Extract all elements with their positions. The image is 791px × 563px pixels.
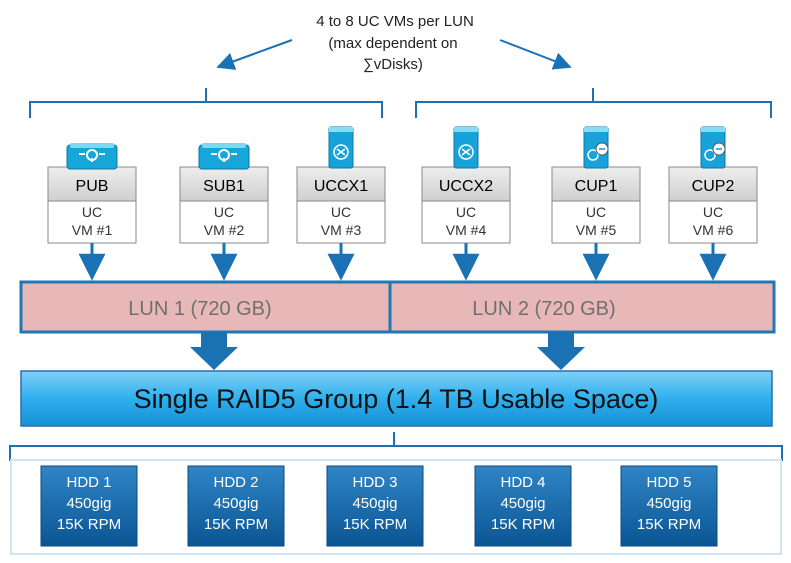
raid-group-box bbox=[20, 370, 773, 427]
hdd-3: HDD 3 450gig 15K RPM bbox=[326, 465, 424, 547]
lun-1-box bbox=[19, 280, 392, 334]
hdd-capacity: 450gig bbox=[352, 495, 397, 512]
vm-name: CUP2 bbox=[692, 178, 735, 195]
hdd-5: HDD 5 450gig 15K RPM bbox=[620, 465, 718, 547]
lun-bar: LUN 1 (720 GB) LUN 2 (720 GB) bbox=[19, 280, 776, 334]
brace-disks bbox=[9, 432, 783, 461]
vm-type: UC bbox=[214, 204, 234, 220]
hdd-name: HDD 3 bbox=[352, 474, 397, 491]
presence-server-icon bbox=[583, 126, 609, 169]
vm-name: UCCX2 bbox=[439, 178, 493, 195]
hdd-speed: 15K RPM bbox=[637, 516, 701, 533]
server-icon bbox=[453, 126, 479, 169]
vm-name-panel bbox=[179, 166, 269, 202]
hdd-1: HDD 1 450gig 15K RPM bbox=[40, 465, 138, 547]
vm-number: VM #3 bbox=[321, 222, 362, 238]
vm-box-pub: PUB UC VM #1 bbox=[47, 143, 137, 281]
header-line-3: ∑vDisks) bbox=[363, 56, 423, 73]
brace-lun2 bbox=[415, 88, 772, 118]
vm-number: VM #2 bbox=[204, 222, 245, 238]
hdd-name: HDD 2 bbox=[213, 474, 258, 491]
header-arrow-left bbox=[216, 39, 293, 70]
brace-lun1 bbox=[29, 88, 383, 118]
hdd-name: HDD 1 bbox=[66, 474, 111, 491]
hdd-speed: 15K RPM bbox=[491, 516, 555, 533]
vm-name: SUB1 bbox=[203, 178, 245, 195]
vm-name: CUP1 bbox=[575, 178, 618, 195]
hdd-4: HDD 4 450gig 15K RPM bbox=[474, 465, 572, 547]
hdd-name: HDD 5 bbox=[646, 474, 691, 491]
raid-group-label: Single RAID5 Group (1.4 TB Usable Space) bbox=[134, 384, 659, 414]
hdd-box bbox=[326, 465, 424, 547]
router-icon bbox=[198, 143, 250, 170]
vm-name: UCCX1 bbox=[314, 178, 368, 195]
vm-number: VM #4 bbox=[446, 222, 487, 238]
hdd-speed: 15K RPM bbox=[204, 516, 268, 533]
vm-name-panel bbox=[551, 166, 641, 202]
hdd-name: HDD 4 bbox=[500, 474, 545, 491]
vm-detail-panel bbox=[47, 200, 137, 244]
arrow-lun1-to-raid bbox=[190, 332, 238, 370]
vm-type: UC bbox=[456, 204, 476, 220]
vm-number: VM #6 bbox=[693, 222, 734, 238]
vm-detail-panel bbox=[179, 200, 269, 244]
vm-detail-panel bbox=[421, 200, 511, 244]
hdd-box bbox=[620, 465, 718, 547]
lun-2-label: LUN 2 (720 GB) bbox=[472, 298, 615, 320]
vm-detail-panel bbox=[551, 200, 641, 244]
hdd-capacity: 450gig bbox=[66, 495, 111, 512]
router-icon bbox=[66, 143, 118, 170]
hdd-capacity: 450gig bbox=[646, 495, 691, 512]
vm-detail-panel bbox=[668, 200, 758, 244]
vm-number: VM #1 bbox=[72, 222, 113, 238]
header-line-2: (max dependent on bbox=[328, 35, 457, 52]
hdd-capacity: 450gig bbox=[213, 495, 258, 512]
hdd-speed: 15K RPM bbox=[57, 516, 121, 533]
vm-type: UC bbox=[586, 204, 606, 220]
vm-type: UC bbox=[331, 204, 351, 220]
header-line-1: 4 to 8 UC VMs per LUN bbox=[316, 13, 474, 30]
vm-number: VM #5 bbox=[576, 222, 617, 238]
vm-type: UC bbox=[82, 204, 102, 220]
hdd-box bbox=[187, 465, 285, 547]
vm-name-panel bbox=[421, 166, 511, 202]
hdd-capacity: 450gig bbox=[500, 495, 545, 512]
hdd-box bbox=[474, 465, 572, 547]
lun-2-box bbox=[388, 280, 776, 334]
vm-type: UC bbox=[703, 204, 723, 220]
vm-name-panel bbox=[47, 166, 137, 202]
hdd-box bbox=[40, 465, 138, 547]
hdd-2: HDD 2 450gig 15K RPM bbox=[187, 465, 285, 547]
arrow-lun2-to-raid bbox=[537, 332, 585, 370]
vm-name: PUB bbox=[76, 178, 109, 195]
lun-1-label: LUN 1 (720 GB) bbox=[128, 298, 271, 320]
hdd-speed: 15K RPM bbox=[343, 516, 407, 533]
header-arrow-right bbox=[499, 39, 572, 70]
presence-server-icon bbox=[700, 126, 726, 169]
server-icon bbox=[328, 126, 354, 169]
